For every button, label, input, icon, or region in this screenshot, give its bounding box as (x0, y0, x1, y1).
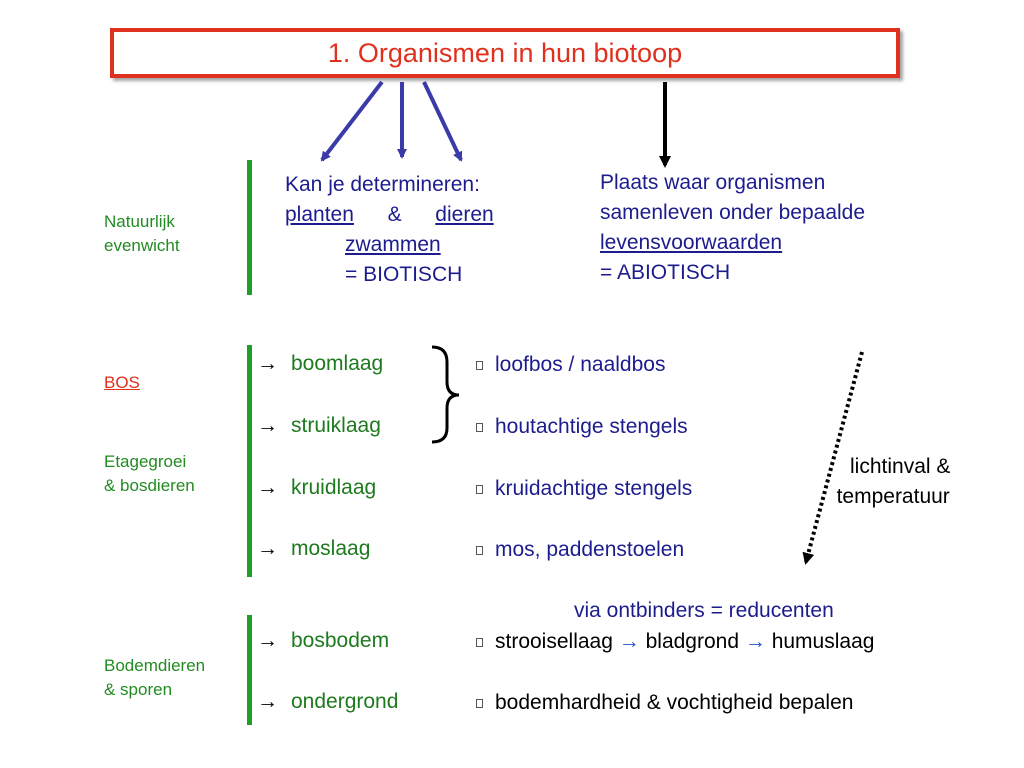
title-box: 1. Organismen in hun biotoop (110, 28, 900, 78)
sidebar-bos: BOS (104, 373, 140, 392)
biotisch-block: Kan je determineren: planten & dieren zw… (285, 170, 494, 290)
reducers-note: via ontbinders = reducenten (574, 599, 834, 622)
sidebar-natuurlijk: Natuurlijk evenwicht (104, 212, 180, 255)
layer-description: mos, paddenstoelen (476, 535, 684, 565)
bullet-icon (476, 360, 483, 370)
arrow-right-icon: → (257, 352, 278, 375)
green-bar-top (247, 160, 252, 295)
soil-name: bosbodem (291, 629, 390, 652)
abiotisch-line3: levensvoorwaarden (600, 231, 783, 254)
layer-item: → struiklaag (257, 414, 381, 438)
arrow-right-icon: → (744, 630, 766, 653)
arrow-right-icon: → (257, 537, 278, 560)
sidebar-etagegroei: Etagegroei & bosdieren (104, 452, 195, 495)
abiotisch-result: = ABIOTISCH (600, 261, 731, 284)
page-title: 1. Organismen in hun biotoop (327, 37, 683, 68)
bullet-icon (476, 698, 483, 708)
bullet-icon (476, 484, 483, 494)
bullet-icon (476, 637, 483, 647)
bullet-icon (476, 422, 483, 432)
arrow-right-icon: → (618, 630, 640, 653)
zwammen-line: zwammen (285, 230, 494, 260)
soil-description: bodemhardheid & vochtigheid bepalen (476, 688, 853, 718)
abiotisch-line1: Plaats waar organismen (600, 171, 826, 194)
layer-name: struiklaag (291, 414, 381, 437)
dieren-label: dieren (435, 203, 494, 226)
arrow-left (320, 80, 384, 162)
layer-description: kruidachtige stengels (476, 474, 692, 504)
zwammen-label: zwammen (345, 233, 441, 256)
soil-name: ondergrond (291, 690, 399, 713)
light-arrow (802, 351, 864, 565)
soil-item: → bosbodem (257, 629, 389, 653)
green-bar-middle (247, 345, 252, 577)
sidebar-bodemdieren: Bodemdieren & sporen (104, 656, 206, 699)
layer-item: → moslaag (257, 537, 370, 561)
biotisch-line1: Kan je determineren: (285, 173, 480, 196)
arrow-right-icon: → (257, 690, 278, 713)
layer-item: → boomlaag (257, 352, 383, 376)
layer-name: boomlaag (291, 352, 384, 375)
green-bar-bottom (247, 615, 252, 725)
arrow-right (422, 81, 463, 162)
soil-chain: strooisellaag → bladgrond → humuslaag (476, 627, 874, 657)
amp-label: & (387, 203, 402, 226)
layer-description: houtachtige stengels (476, 412, 688, 442)
biotisch-result: = BIOTISCH (345, 263, 463, 286)
bullet-icon (476, 545, 483, 555)
layer-item: → kruidlaag (257, 476, 376, 500)
planten-label: planten (285, 203, 354, 226)
layer-name: moslaag (291, 537, 371, 560)
soil-item: → ondergrond (257, 690, 398, 714)
arrow-right-icon: → (257, 476, 278, 499)
layer-name: kruidlaag (291, 476, 377, 499)
light-label: lichtinval & temperatuur (836, 455, 951, 508)
biotisch-line2: planten & dieren (285, 200, 494, 230)
arrow-right-icon: → (257, 629, 278, 652)
curly-brace (431, 345, 460, 444)
layer-description: loofbos / naaldbos (476, 350, 665, 380)
abiotisch-block: Plaats waar organismen samenleven onder … (600, 168, 865, 288)
abiotisch-line2: samenleven onder bepaalde (600, 201, 866, 224)
arrow-right-icon: → (257, 414, 278, 437)
